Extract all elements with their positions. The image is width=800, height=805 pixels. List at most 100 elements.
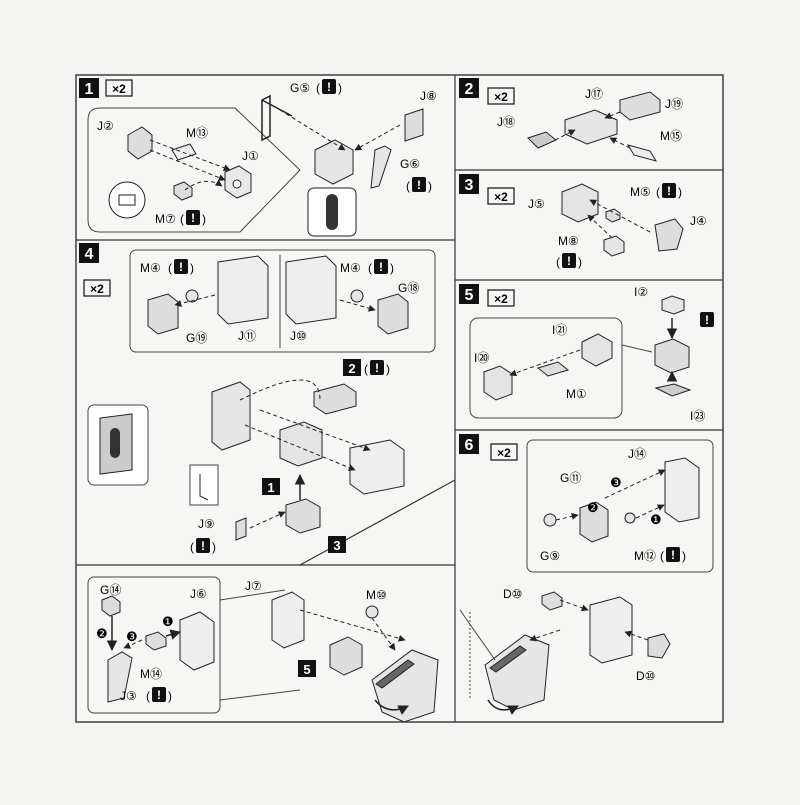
step-number: 1: [85, 81, 94, 98]
part-j5: [561, 183, 599, 223]
callout-bubble: [87, 107, 301, 233]
label-j19: J⑲: [665, 97, 683, 111]
label-m5: M⑤: [630, 185, 651, 199]
svg-text:(: (: [368, 261, 372, 275]
step-number-box: [79, 78, 99, 98]
part-j8: [404, 108, 424, 142]
part-g14: [101, 595, 121, 617]
label-g18: G⑱: [398, 281, 419, 295]
part-m8: [603, 235, 625, 257]
warning-icon: ( ! ): [146, 687, 172, 703]
part-m4-left: [185, 289, 199, 303]
svg-text:!: !: [379, 260, 383, 274]
part-j9: [235, 517, 247, 541]
callout-inset: [87, 576, 221, 714]
svg-text:5: 5: [465, 287, 474, 304]
part-g11: [579, 501, 609, 543]
step-4: 4 ×2 G⑲ M④ ( ! ) J⑪ J⑩ M④ ( ! ) G⑱: [79, 243, 436, 554]
label-j17: J⑰: [585, 87, 603, 101]
svg-text:): ): [678, 185, 682, 199]
label-i21: I㉑: [552, 323, 567, 337]
part-m10: [365, 605, 379, 619]
svg-text:(: (: [146, 689, 150, 703]
part-g5: [261, 94, 293, 142]
svg-text:(: (: [168, 261, 172, 275]
label-m14: M⑭: [140, 667, 162, 681]
seq-1: ❶: [650, 512, 662, 527]
label-i20: I⑳: [474, 351, 489, 365]
label-g14: G⑭: [100, 583, 121, 597]
svg-text:!: !: [327, 80, 331, 94]
label-j5: J⑤: [528, 197, 545, 211]
part-m15: [626, 144, 658, 162]
label-d10-top: D⑩: [503, 587, 522, 601]
label-j3: J③: [120, 689, 137, 703]
warning-icon: ( ! ): [660, 547, 686, 563]
step-2: 2 ×2 J⑰ J⑲ J⑱ M⑮: [459, 78, 683, 162]
warning-icon: ( ! ): [180, 210, 206, 226]
svg-text:(: (: [656, 185, 660, 199]
ref-step-3: 3: [333, 538, 340, 553]
warning-icon: ( ! ): [190, 538, 216, 554]
label-i23: I㉓: [690, 409, 705, 423]
label-j6: J⑥: [190, 587, 207, 601]
svg-text:×2: ×2: [494, 190, 508, 204]
svg-text:×2: ×2: [494, 90, 508, 104]
part-i23: [654, 383, 692, 397]
part-g18: [377, 293, 409, 335]
svg-text:(: (: [364, 362, 368, 376]
svg-text:(: (: [316, 81, 320, 95]
part-j10: [285, 255, 337, 325]
svg-text:(: (: [556, 255, 560, 269]
quantity-badge: [105, 79, 133, 97]
label-j14: J⑭: [628, 447, 646, 461]
label-m12: M⑫: [634, 549, 656, 563]
quantity-label: ×2: [112, 82, 126, 96]
label-i2: I②: [634, 285, 648, 299]
svg-text:): ): [338, 81, 342, 95]
svg-text:4: 4: [85, 246, 94, 263]
part-skirt-left: [371, 649, 439, 723]
part-d10-bottom: [647, 633, 671, 659]
part-g19: [147, 293, 179, 335]
seq-3: ❸: [126, 629, 138, 644]
label-j2: J②: [97, 119, 114, 133]
label-g5: G⑤: [290, 81, 310, 95]
step-1: 1 ×2 J② M⑬ J① M⑦ ( ! ) G: [79, 78, 437, 237]
svg-text:×2: ×2: [90, 282, 104, 296]
step-6: 6 ×2 J⑭ G⑪ G⑨ M⑫ ( ! ) ❶ ❷ ❸ D⑩ D⑩: [459, 434, 714, 715]
part-i2: [661, 295, 685, 315]
label-m1: M①: [566, 387, 587, 401]
svg-text:): ): [682, 549, 686, 563]
ref-step-2: 2: [348, 361, 355, 376]
warning-icon: !: [700, 312, 714, 327]
callout-inset: [469, 317, 623, 419]
part-ref-1: [279, 421, 323, 467]
part-left-shell: [211, 381, 251, 451]
part-assembled: [654, 338, 690, 374]
label-j4: J④: [690, 214, 707, 228]
svg-text:(: (: [406, 179, 410, 193]
label-j11: J⑪: [238, 329, 256, 343]
label-j7: J⑦: [245, 579, 262, 593]
seq-2: ❷: [96, 626, 108, 641]
part-m7: [173, 181, 193, 201]
part-j14: [664, 457, 700, 523]
part-ref-3: [285, 498, 321, 534]
svg-text:!: !: [201, 539, 205, 553]
part-j17: [564, 109, 618, 145]
part-m12: [624, 512, 636, 524]
warning-icon: ( ! ): [406, 177, 432, 193]
label-m13: M⑬: [186, 126, 208, 140]
label-d10-bottom: D⑩: [636, 669, 655, 683]
svg-text:!: !: [179, 260, 183, 274]
label-m7: M⑦: [155, 212, 176, 226]
svg-text:6: 6: [465, 437, 474, 454]
part-ref-2: [313, 383, 357, 415]
label-m15: M⑮: [660, 129, 682, 143]
seq-1: ❶: [162, 614, 174, 629]
seq-2: ❷: [587, 500, 599, 515]
seq-3: ❸: [610, 475, 622, 490]
part-g6: [370, 145, 392, 189]
